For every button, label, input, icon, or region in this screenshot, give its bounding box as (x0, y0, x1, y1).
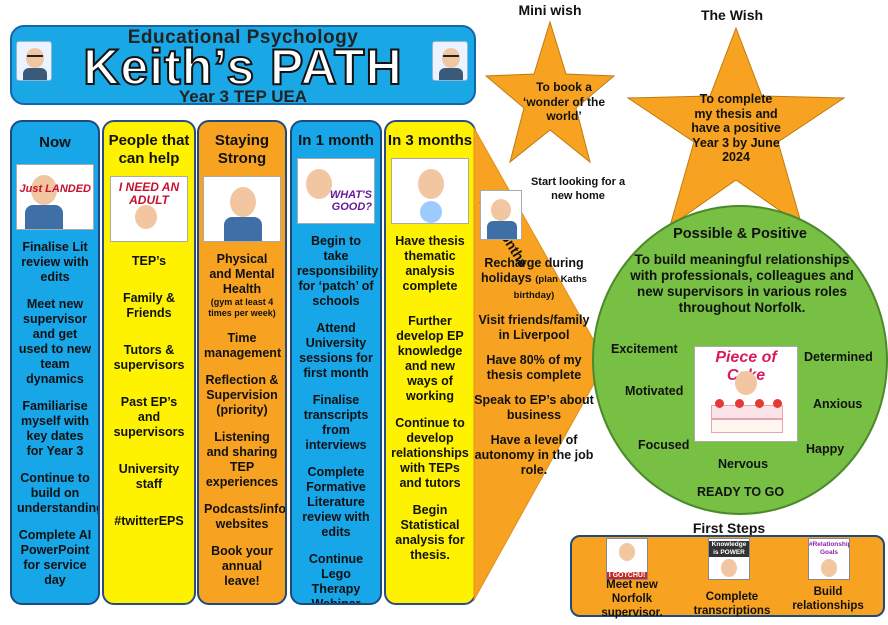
column-people: People that can help I NEED AN ADULT TEP… (102, 120, 196, 605)
now-item: Meet new supervisor and get used to new … (18, 297, 92, 386)
avatar-left-icon (16, 41, 52, 81)
column-people-header: People that can help (108, 132, 190, 167)
three-months-item: Further develop EP knowledge and new way… (396, 314, 464, 403)
banner-title: Keith’s PATH (82, 39, 403, 95)
column-one-month-header: In 1 month (298, 132, 374, 149)
column-now: Now Just LANDED Finalise Lit review with… (10, 120, 100, 605)
strong-item-physical: Physical and Mental Health (209, 252, 275, 296)
one-month-item: Begin to take responsibility for ‘patch’… (297, 234, 379, 308)
whats-good-caption: WHAT'S GOOD? (329, 189, 372, 213)
feeling-ready: READY TO GO (697, 485, 785, 499)
just-landed-caption: Just LANDED (19, 183, 91, 195)
avatar-right-icon (432, 41, 468, 81)
first-step-3-label: Build relationships (792, 586, 864, 612)
six-months-item: Have a level of autonomy in the job role… (474, 433, 594, 477)
first-step-1-image: I GOTCHU! (606, 538, 648, 580)
now-item: Finalise Lit review with edits (21, 240, 89, 284)
feeling-motivated: Motivated (625, 384, 684, 398)
people-item: Family & Friends (122, 291, 176, 320)
first-step-2-caption: Knowledge is POWER (709, 541, 749, 557)
people-item: University staff (118, 462, 180, 491)
whats-good-image: WHAT'S GOOD? (297, 158, 375, 224)
strong-image (203, 176, 281, 242)
one-month-item: Continue Lego Therapy Webinar (308, 552, 364, 605)
column-staying-strong: Staying Strong Physical and Mental Healt… (197, 120, 287, 605)
feeling-happy: Happy (806, 442, 845, 456)
strong-item: Time management (204, 331, 282, 360)
six-months-item: Speak to EP’s about business (474, 393, 594, 422)
people-item: #twitterEPS (114, 514, 184, 528)
people-item: Past EP’s and supervisors (113, 395, 185, 439)
three-months-item: Have thesis thematic analysis complete (395, 234, 465, 293)
feeling-anxious: Anxious (813, 397, 863, 411)
wish-title: The Wish (700, 7, 764, 23)
six-months-recharge-note: (plan Kaths birthday) (513, 274, 587, 301)
strong-item: Book your annual leave! (211, 544, 273, 588)
look-at-me-image (480, 190, 522, 240)
six-months-recharge: Recharge during holidays (481, 256, 584, 285)
first-step-1-caption: I GOTCHU! (607, 572, 647, 579)
need-adult-image: I NEED AN ADULT (110, 176, 188, 242)
strong-item: Listening and sharing TEP experiences (205, 430, 279, 489)
three-months-item: Begin Statistical analysis for thesis. (395, 503, 465, 562)
one-month-item: Attend University sessions for first mon… (299, 321, 373, 380)
title-banner: Educational Psychology Keith’s PATH Year… (10, 25, 476, 106)
now-item: Continue to build on understanding (17, 471, 100, 515)
first-step-2-label: Complete transcriptions (693, 591, 771, 617)
first-step-1-label: Meet new Norfolk supervisor. (601, 579, 663, 619)
strong-item: Podcasts/informative websites (204, 502, 286, 531)
need-adult-caption: I NEED AN ADULT (118, 180, 180, 207)
three-months-item: Continue to develop relationships with T… (391, 416, 469, 490)
six-months-item: Visit friends/family in Liverpool (478, 313, 590, 342)
just-landed-image: Just LANDED (16, 164, 94, 230)
first-step-2-image: Knowledge is POWER (708, 538, 750, 580)
crystal-ball-image (391, 158, 469, 224)
mini-wish-title: Mini wish (518, 2, 582, 18)
column-one-month: In 1 month WHAT'S GOOD? Begin to take re… (290, 120, 382, 605)
now-item: Familiarise myself with key dates for Ye… (20, 399, 90, 458)
mini-wish-note: Start looking for a new home (530, 176, 626, 202)
wish-text: To complete my thesis and have a positiv… (691, 92, 781, 164)
six-months-arrow (473, 126, 607, 602)
column-three-months: In 3 months Have thesis thematic analysi… (384, 120, 476, 605)
people-item: Tutors & supervisors (113, 343, 185, 372)
column-now-header: Now (39, 134, 71, 151)
first-step-3-caption: #Relationship Goals (809, 541, 850, 556)
column-strong-header: Staying Strong (214, 132, 270, 167)
one-month-item: Complete Formative Literature review wit… (302, 465, 370, 539)
mini-wish-star-icon (484, 20, 616, 164)
banner-subtitle-top: Educational Psychology (127, 27, 359, 48)
banner-subtitle-bottom: Year 3 TEP UEA (178, 87, 308, 106)
people-item: TEP’s (131, 254, 167, 268)
column-three-months-header: In 3 months (387, 132, 473, 149)
piece-of-cake-image: Piece of Cake (694, 346, 798, 442)
mini-wish-text: To book a ‘wonder of the world’ (523, 80, 605, 123)
possible-positive-title: Possible & Positive (673, 226, 807, 242)
feeling-excitement: Excitement (611, 342, 678, 356)
strong-item-physical-note: (gym at least 4 times per week) (208, 297, 276, 318)
first-step-3-image: #Relationship Goals (808, 538, 850, 580)
feeling-determined: Determined (804, 350, 873, 364)
now-item: Complete AI PowerPoint for service day (18, 528, 92, 587)
one-month-item: Finalise transcripts from interviews (303, 393, 369, 452)
wish-star-icon (626, 26, 846, 228)
first-steps-title: First Steps (692, 520, 766, 536)
six-months-item: Have 80% of my thesis complete (486, 353, 582, 382)
feeling-nervous: Nervous (718, 457, 769, 471)
feeling-focused: Focused (638, 438, 690, 452)
strong-item: Reflection & Supervision (priority) (205, 373, 279, 417)
six-months-items: Recharge during holidays (plan Kaths bir… (474, 256, 594, 488)
possible-positive-goal: To build meaningful relationships with p… (630, 252, 854, 315)
